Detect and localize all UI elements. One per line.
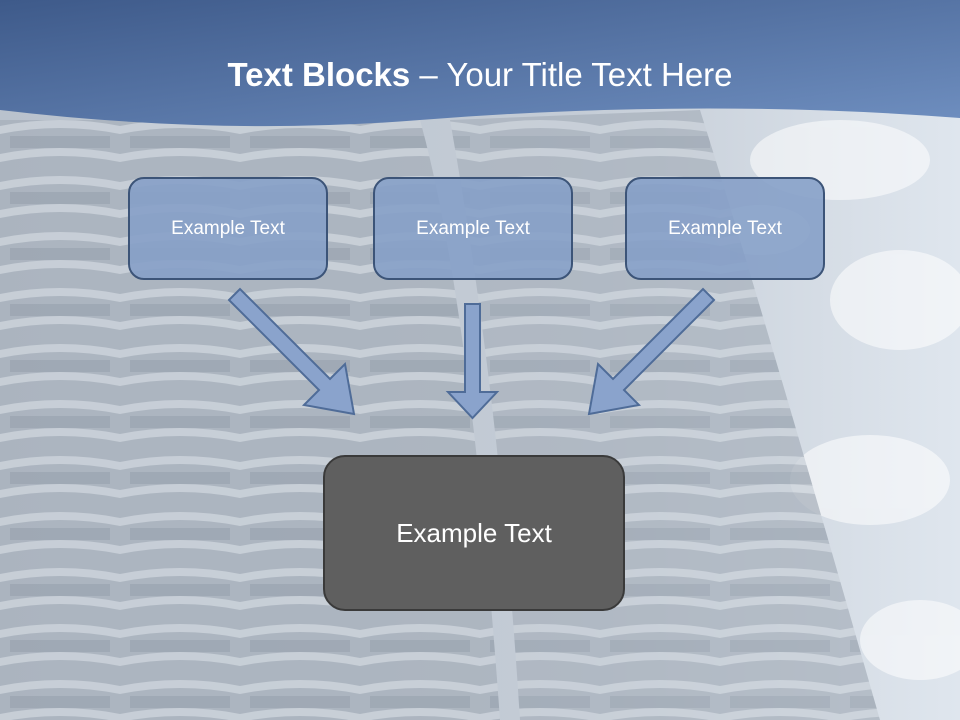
text-block-2: Example Text [373, 177, 573, 280]
result-block: Example Text [323, 455, 625, 611]
text-block-2-label: Example Text [416, 217, 530, 239]
title-bold: Text Blocks [227, 56, 411, 93]
arrow-down-right-icon [227, 287, 356, 416]
arrow-down-icon [445, 303, 500, 420]
title-dash: – [410, 56, 447, 93]
slide-title: Text Blocks – Your Title Text Here [0, 52, 960, 98]
result-block-label: Example Text [396, 517, 552, 548]
text-block-1-label: Example Text [171, 217, 285, 239]
title-rest: Your Title Text Here [446, 56, 733, 93]
arrow-down-left-icon [587, 287, 716, 416]
text-block-1: Example Text [128, 177, 328, 280]
text-block-3: Example Text [625, 177, 825, 280]
text-block-3-label: Example Text [668, 217, 782, 239]
